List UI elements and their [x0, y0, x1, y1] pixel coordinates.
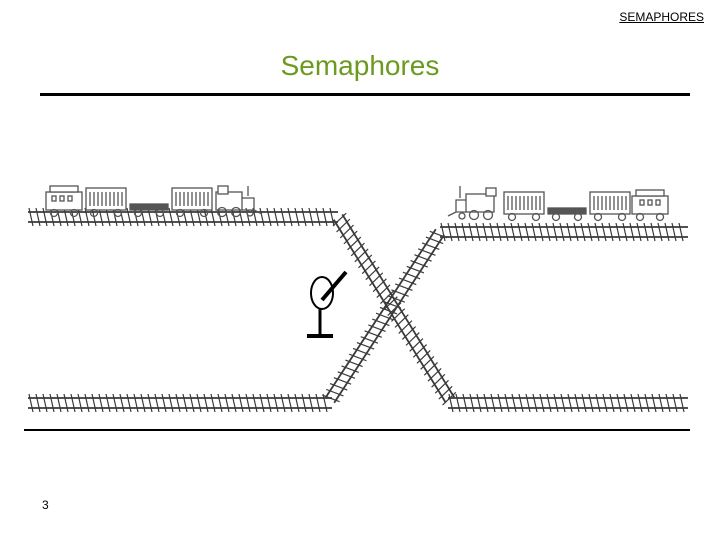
track-cross-up — [322, 228, 448, 404]
track-top-right — [440, 222, 688, 242]
semaphore-signal-icon — [307, 270, 348, 338]
page-number: 3 — [42, 498, 49, 512]
railway-tracks — [28, 207, 688, 413]
track-bottom-right — [448, 393, 688, 413]
header-label: SEMAPHORES — [619, 10, 704, 24]
track-bottom-left — [28, 393, 332, 413]
train-right-icon — [447, 186, 669, 222]
title-divider — [40, 93, 690, 96]
bottom-divider — [24, 429, 690, 431]
slide-title: Semaphores — [280, 50, 440, 81]
train-left-icon — [45, 185, 263, 218]
